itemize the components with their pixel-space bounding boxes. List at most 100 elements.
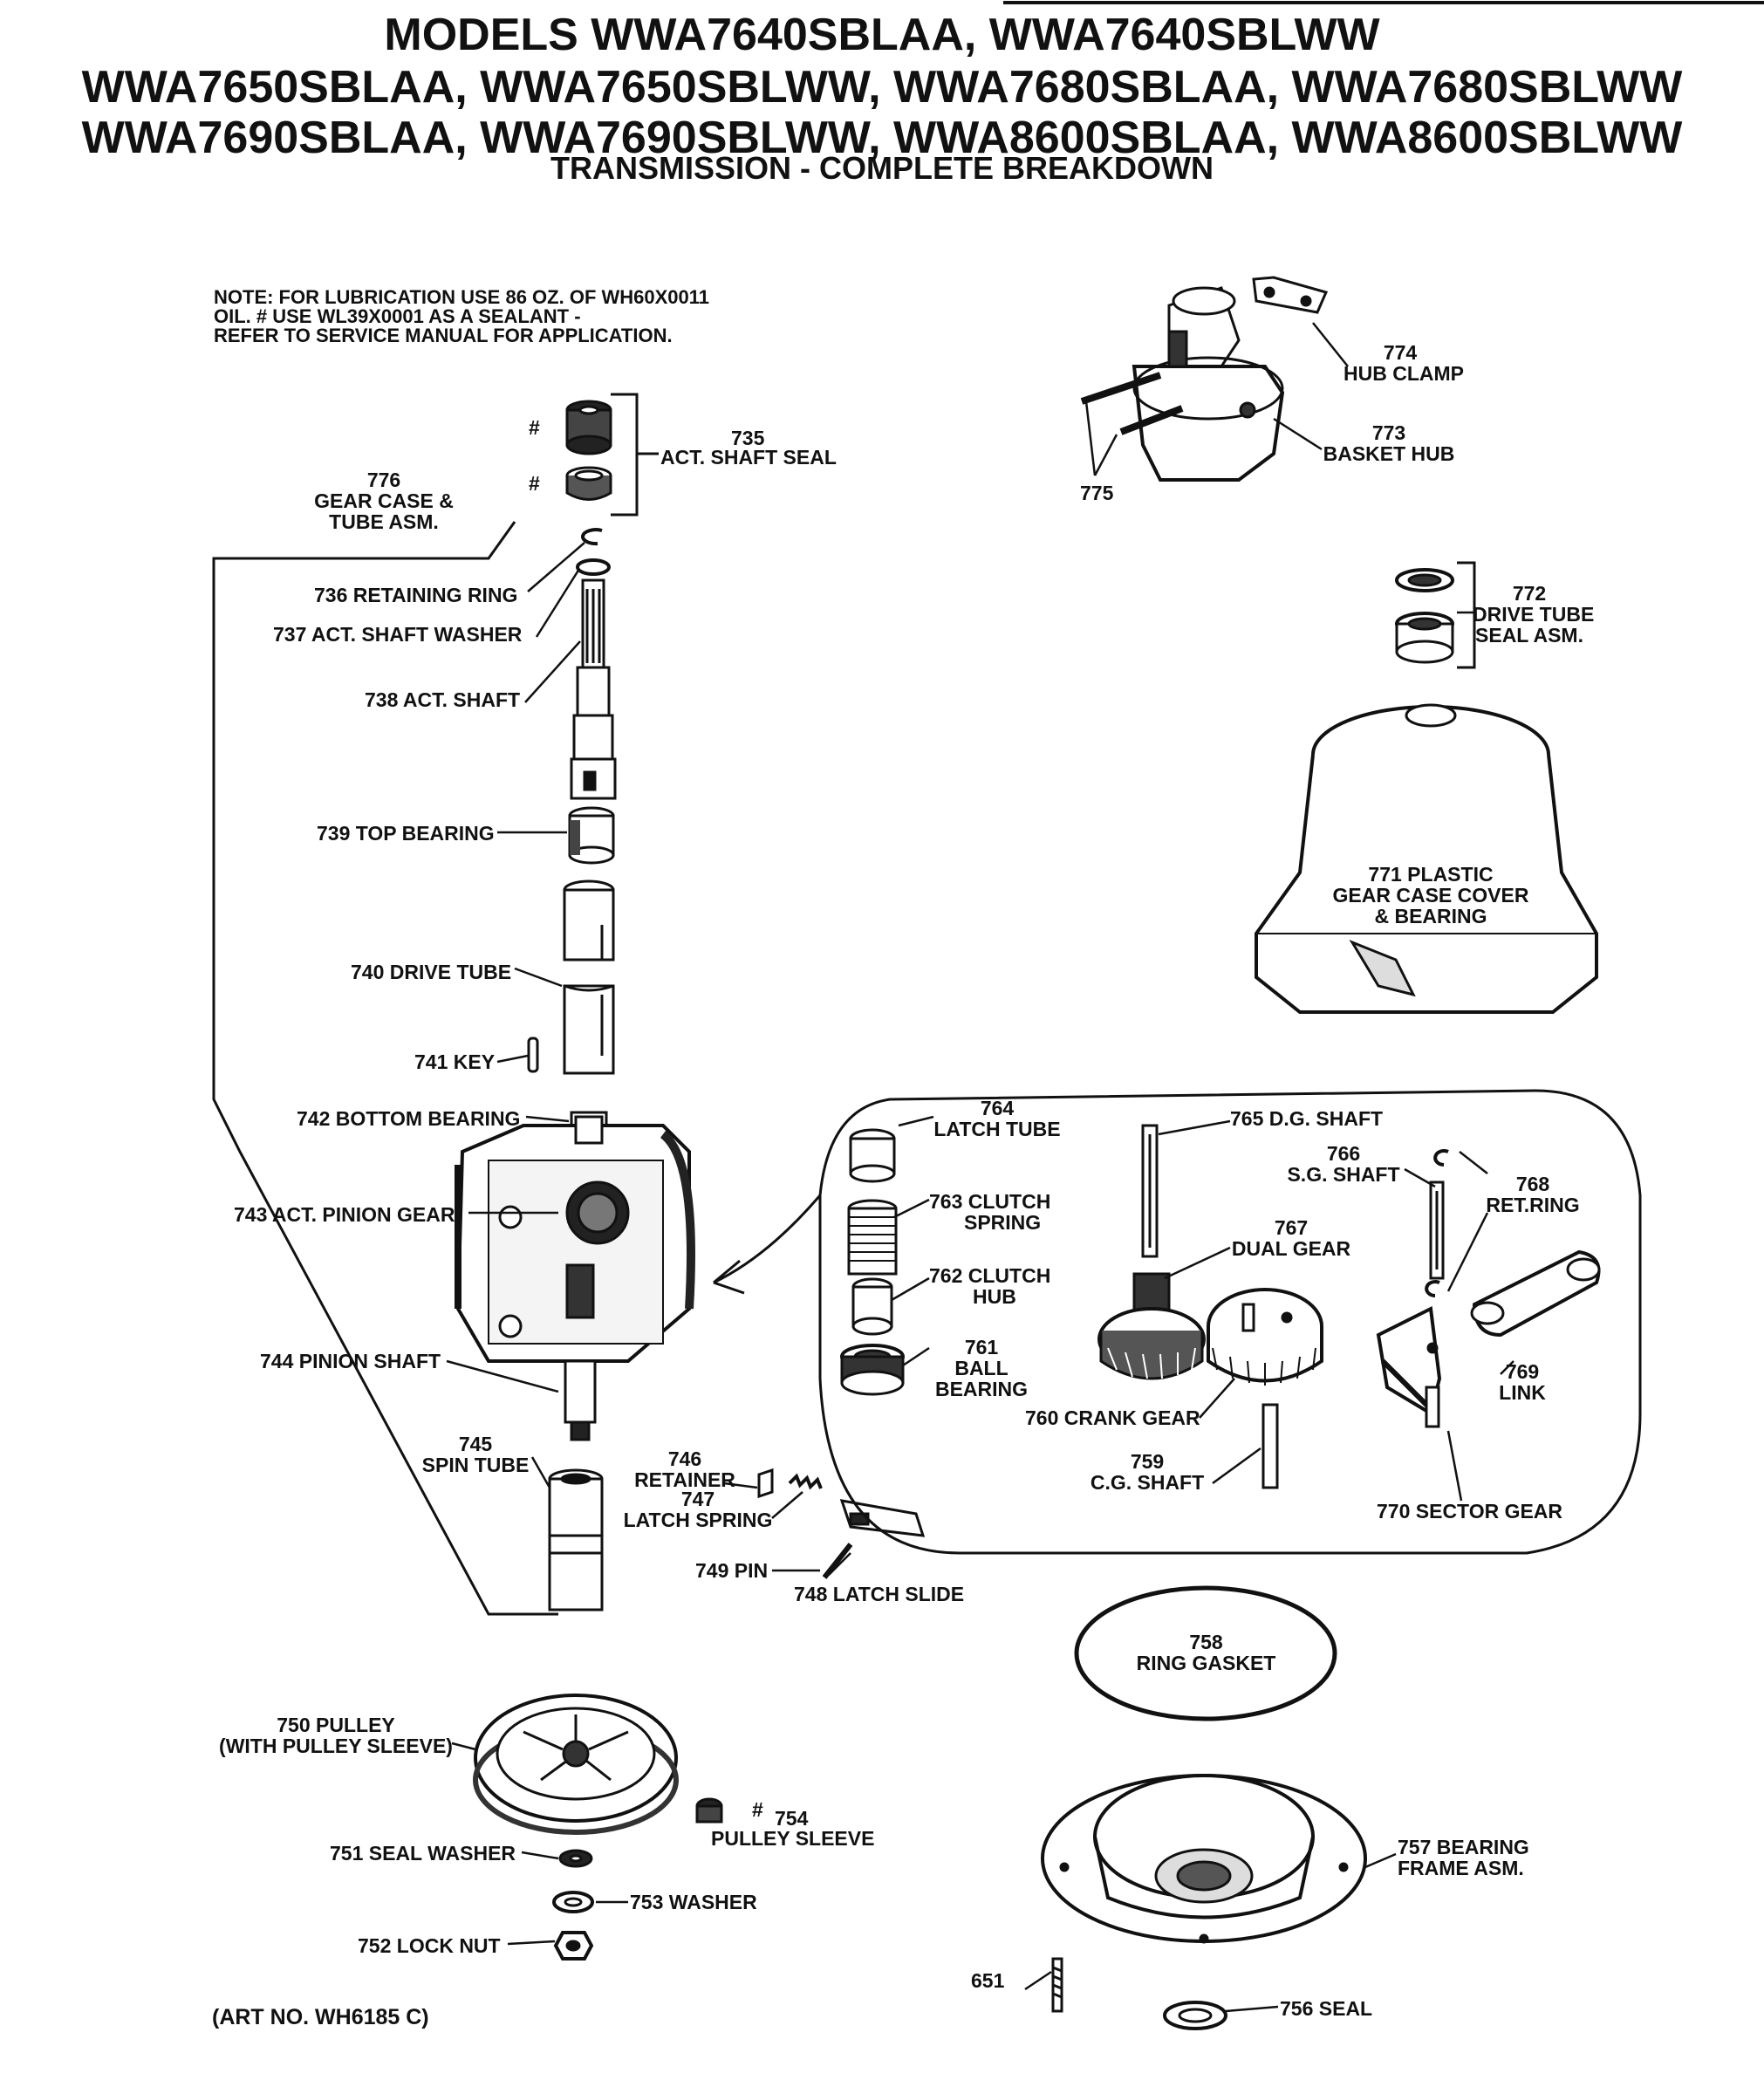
part-754-label: PULLEY SLEEVE [711, 1827, 875, 1850]
part-651-label: 651 [971, 1969, 1005, 1992]
part-772-number: 772 [1512, 582, 1547, 605]
part-766-label: 766 S.G. SHAFT [1282, 1143, 1405, 1185]
models-title-line-2: WWA7650SBLAA, WWA7650SBLWW, WWA7680SBLAA… [81, 62, 1683, 113]
part-740-label: 740 DRIVE TUBE [351, 961, 512, 983]
part-746-number: 746 [667, 1447, 702, 1470]
part-745-name: SPIN TUBE [421, 1454, 530, 1476]
part-747-label: 747 LATCH SPRING [619, 1488, 776, 1530]
act-shaft-washer-icon [576, 558, 611, 576]
part-772-label: 772 DRIVE TUBE SEAL ASM. [1473, 582, 1595, 647]
part-768-label: 768 RET.RING [1476, 1174, 1590, 1215]
hash-mark: # [529, 416, 540, 439]
part-764-number: 764 [980, 1097, 1015, 1119]
part-776-label: 776 GEAR CASE & TUBE ASM. [305, 469, 462, 532]
part-756-label: 756 SEAL [1280, 1997, 1373, 2020]
part-746-name: RETAINER [634, 1468, 735, 1491]
key-icon [527, 1037, 539, 1073]
part-738-label: 738 ACT. SHAFT [365, 688, 521, 711]
part-747-number: 747 [680, 1488, 715, 1510]
part-775-label: 775 [1080, 482, 1114, 504]
note-line-3: REFER TO SERVICE MANUAL FOR APPLICATION. [214, 325, 673, 346]
part-743-label: 743 ACT. PINION GEAR [234, 1203, 455, 1226]
part-768-number: 768 [1515, 1173, 1550, 1195]
part-771-name-1: 771 PLASTIC [1368, 863, 1494, 886]
part-746-label: 746 RETAINER [619, 1448, 750, 1490]
clutch-spring-icon [847, 1199, 898, 1276]
hub-clamp-icon [1252, 276, 1329, 314]
dg-shaft-icon [1141, 1124, 1159, 1258]
part-752-label: 752 LOCK NUT [358, 1934, 501, 1957]
part-770-label: 770 SECTOR GEAR [1377, 1500, 1563, 1523]
models-title-line-3: WWA7690SBLAA, WWA7690SBLWW, WWA8600SBLAA… [81, 113, 1683, 163]
spin-tube-icon [548, 1468, 604, 1612]
part-754-hash: # [752, 1798, 763, 1821]
part-773-number: 773 [1371, 421, 1406, 444]
act-shaft-seal-icon [565, 400, 612, 501]
part-774-label: 774 HUB CLAMP [1344, 342, 1464, 385]
hash-mark: # [529, 472, 540, 495]
part-776-number: 776 [366, 469, 401, 491]
part-776-name-2: TUBE ASM. [329, 510, 439, 533]
part-760-label: 760 CRANK GEAR [1025, 1406, 1200, 1429]
part-737-label: 737 ACT. SHAFT WASHER [273, 623, 523, 646]
gear-case-outline [212, 521, 558, 1616]
part-748-label: 748 LATCH SLIDE [794, 1583, 965, 1605]
part-761-name-2: BEARING [934, 1378, 1029, 1400]
part-771-label: 771 PLASTIC GEAR CASE COVER & BEARING [1326, 864, 1535, 927]
seal-washer-icon [558, 1849, 593, 1868]
part-757-name-2: FRAME ASM. [1398, 1857, 1524, 1879]
note-line-2: OIL. # USE WL39X0001 AS A SEALANT - [214, 305, 581, 327]
part-763-name-1: 763 CLUTCH [929, 1190, 1051, 1213]
part-758-name: RING GASKET [1136, 1652, 1276, 1674]
part-776-name-1: GEAR CASE & [314, 489, 454, 512]
sg-shaft-icon [1429, 1180, 1445, 1280]
part-744-label: 744 PINION SHAFT [260, 1350, 441, 1372]
part-749-label: 749 PIN [695, 1559, 769, 1582]
gear-case-body-icon [455, 1111, 695, 1363]
part-766-number: 766 [1326, 1142, 1361, 1165]
bearing-frame-icon [1041, 1774, 1367, 1944]
part-762-label: 762 CLUTCH HUB [929, 1265, 1050, 1307]
sector-gear-icon [1376, 1305, 1442, 1428]
part-751-label: 751 SEAL WASHER [330, 1842, 516, 1865]
cg-shaft-icon [1261, 1403, 1279, 1489]
part-768-name: RET.RING [1486, 1194, 1580, 1216]
part-735-number: 735 [731, 427, 765, 449]
art-number: (ART NO. WH6185 C) [212, 2005, 429, 2029]
part-772-name-1: DRIVE TUBE [1473, 603, 1595, 626]
part-741-label: 741 KEY [414, 1050, 496, 1073]
part-773-label: 773 BASKET HUB [1319, 422, 1459, 464]
part-759-number: 759 [1130, 1450, 1165, 1473]
gear-group-outline [818, 1089, 1642, 1555]
part-761-name-1: BALL [954, 1357, 1008, 1379]
clutch-hub-icon [851, 1277, 893, 1336]
lubrication-note: NOTE: FOR LUBRICATION USE 86 OZ. OF WH60… [214, 288, 709, 346]
part-767-label: 767 DUAL GEAR [1221, 1217, 1361, 1259]
pulley-icon [473, 1694, 679, 1835]
part-772-name-2: SEAL ASM. [1475, 624, 1583, 647]
hub-bolts-icon [1080, 372, 1184, 435]
dual-gear-icon [1097, 1272, 1206, 1380]
part-750-name-1: 750 PULLEY [277, 1714, 395, 1736]
part-773-name: BASKET HUB [1323, 442, 1455, 465]
note-line-1: NOTE: FOR LUBRICATION USE 86 OZ. OF WH60… [214, 286, 710, 308]
part-761-number: 761 [964, 1336, 999, 1358]
pinion-shaft-icon [564, 1359, 597, 1441]
latch-tube-icon [849, 1128, 896, 1183]
part-766-name: S.G. SHAFT [1287, 1163, 1400, 1186]
ring-gasket-icon [1074, 1585, 1337, 1721]
part-774-name: HUB CLAMP [1344, 362, 1464, 385]
part-765-label: 765 D.G. SHAFT [1230, 1107, 1384, 1130]
screw-651-icon [1051, 1957, 1063, 2013]
part-750-name-2: (WITH PULLEY SLEEVE) [219, 1735, 453, 1757]
ball-bearing-icon [840, 1344, 905, 1396]
part-763-label: 763 CLUTCH SPRING [929, 1191, 1050, 1233]
gear-case-cover-icon [1255, 703, 1598, 1014]
models-title-line-1: MODELS WWA7640SBLAA, WWA7640SBLWW [384, 10, 1380, 60]
part-769-label: 769 LINK [1487, 1361, 1557, 1403]
part-758-number: 758 [1189, 1631, 1223, 1653]
part-736-label: 736 RETAINING RING [314, 584, 518, 606]
part-758-label: 758 RING GASKET [1134, 1632, 1278, 1673]
part-769-number: 769 [1505, 1360, 1540, 1383]
part-745-number: 745 [458, 1433, 493, 1455]
